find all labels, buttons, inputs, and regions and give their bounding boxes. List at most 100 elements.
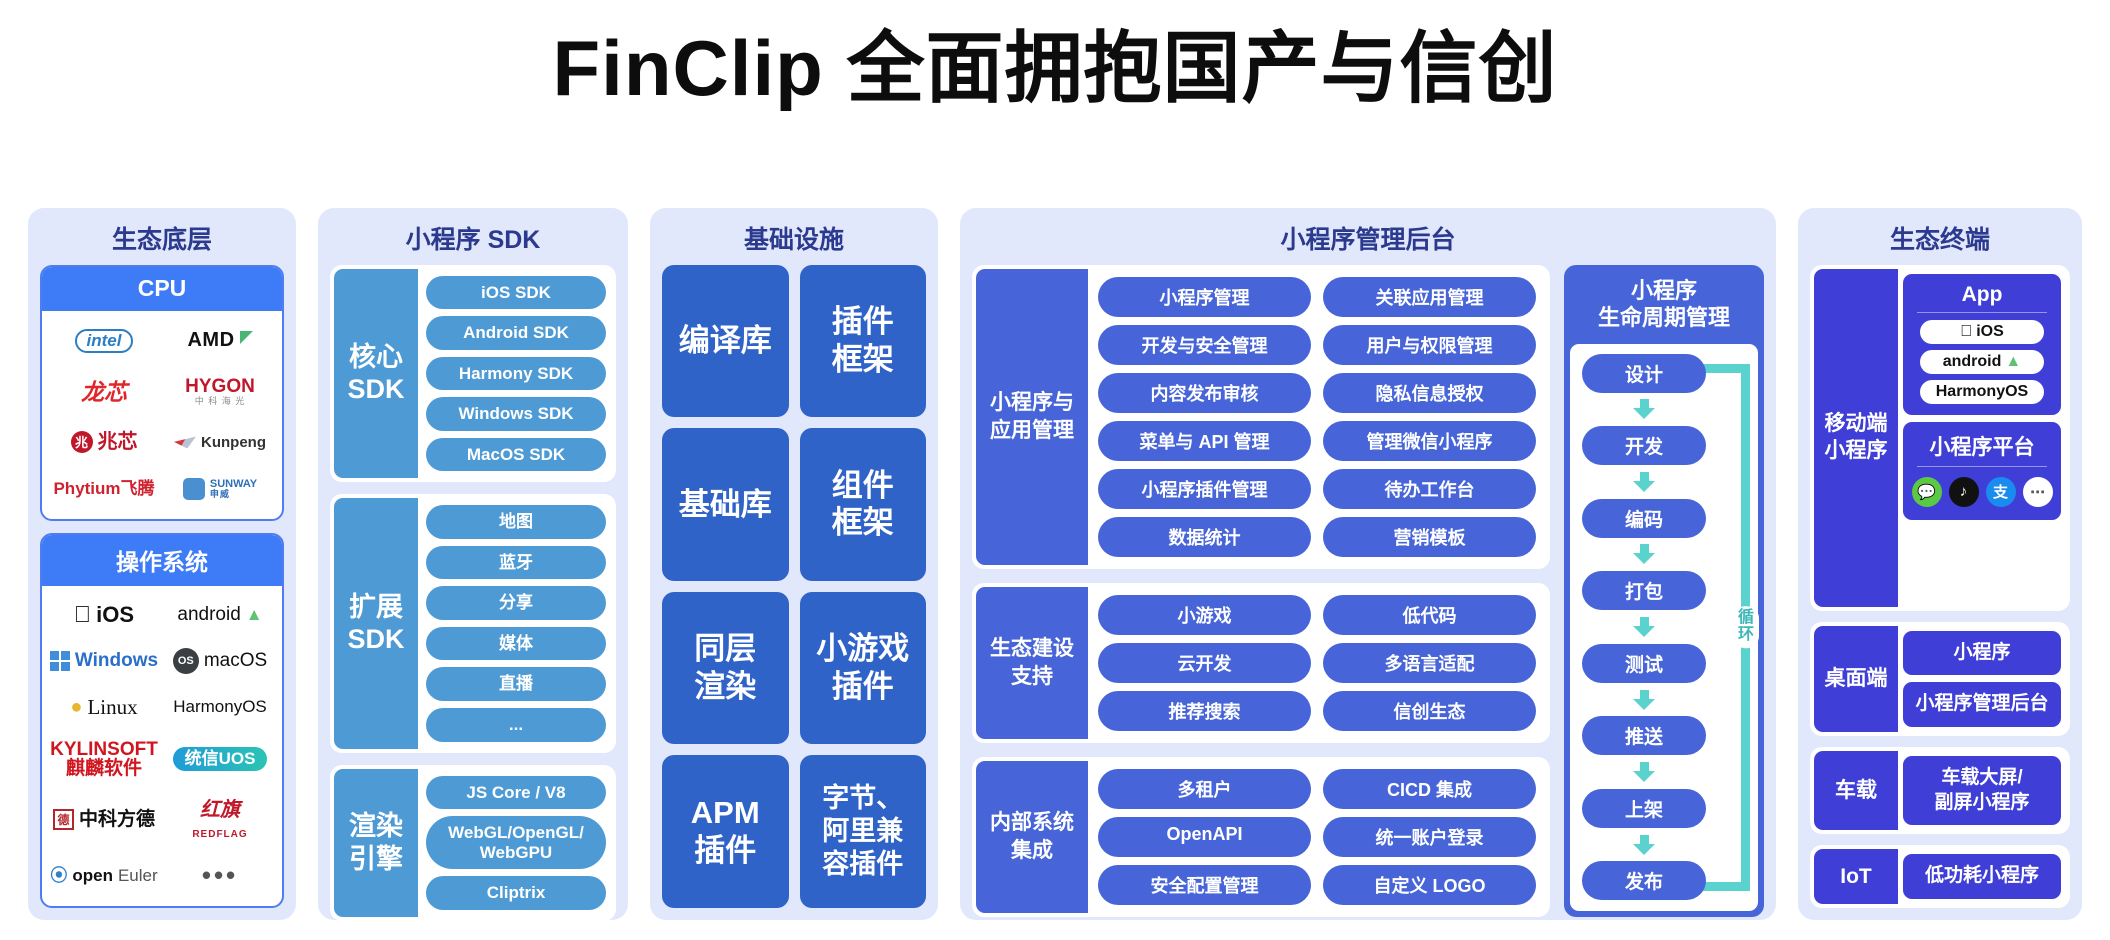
chip-label: HarmonyOS xyxy=(1935,382,2029,400)
more-icon[interactable]: ⋯ xyxy=(2022,476,2053,507)
console-item[interactable]: 云开发 xyxy=(1098,642,1311,683)
console-item[interactable]: 待办工作台 xyxy=(1323,468,1536,509)
loop-bottom-segment xyxy=(1690,881,1750,891)
sdk-item[interactable]: Windows SDK xyxy=(426,397,606,431)
infra-cell[interactable]: 插件 框架 xyxy=(799,264,926,418)
lifecycle-step[interactable]: 设计 xyxy=(1582,353,1706,393)
infra-cell[interactable]: 编译库 xyxy=(662,264,789,418)
wechat-icon[interactable]: 💬 xyxy=(1911,476,1942,507)
chip-ios[interactable]: iOS xyxy=(1919,319,2045,344)
console-item[interactable]: 小程序管理 xyxy=(1098,276,1311,317)
sdk-item[interactable]: 分享 xyxy=(426,586,606,620)
console-item[interactable]: 统一账户登录 xyxy=(1323,816,1536,857)
sdk-item[interactable]: ... xyxy=(426,707,606,742)
infra-cell[interactable]: 同层 渲染 xyxy=(662,591,789,745)
terminal-item[interactable]: 小程序管理后台 xyxy=(1903,682,2061,727)
divider xyxy=(1917,465,2047,467)
sdk-item[interactable]: Cliptrix xyxy=(426,876,606,910)
sdk-render-items: JS Core / V8 WebGL/OpenGL/ WebGPU Cliptr… xyxy=(418,769,612,917)
sdk-item[interactable]: 蓝牙 xyxy=(426,545,606,580)
apple-icon:  xyxy=(1960,323,1972,341)
console-item[interactable]: 关联应用管理 xyxy=(1323,276,1536,317)
infra-cell[interactable]: APM 插件 xyxy=(662,755,789,908)
sdk-item[interactable]: Harmony SDK xyxy=(426,356,606,391)
group-internal-integration-label: 内部系统集成 xyxy=(976,760,1088,913)
sdk-item[interactable]: MacOS SDK xyxy=(426,437,606,472)
terminal-item[interactable]: 小程序 xyxy=(1903,630,2061,676)
column-title-infrastructure: 基础设施 xyxy=(743,226,844,254)
infra-cell[interactable]: 小游戏 插件 xyxy=(799,591,926,745)
sdk-item[interactable]: iOS SDK xyxy=(426,275,606,310)
sdk-item[interactable]: WebGL/OpenGL/ WebGPU xyxy=(426,816,606,870)
down-arrow-icon xyxy=(1582,544,1706,564)
sdk-block-render-engine: 渲染引擎 JS Core / V8 WebGL/OpenGL/ WebGPU C… xyxy=(330,764,616,921)
alipay-icon[interactable]: 支 xyxy=(1985,476,2016,507)
sdk-item[interactable]: 地图 xyxy=(426,505,606,539)
console-item[interactable]: 内容发布审核 xyxy=(1098,372,1311,413)
console-item[interactable]: 自定义 LOGO xyxy=(1323,864,1536,905)
console-item[interactable]: 小程序插件管理 xyxy=(1098,468,1311,509)
console-item[interactable]: CICD 集成 xyxy=(1323,768,1536,809)
console-item[interactable]: 多语言适配 xyxy=(1323,642,1536,683)
down-arrow-icon xyxy=(1582,762,1706,782)
loop-label: 循环 xyxy=(1733,606,1759,648)
terminal-iot-label: IoT xyxy=(1814,849,1898,904)
sdk-item[interactable]: JS Core / V8 xyxy=(426,775,606,810)
console-item[interactable]: 数据统计 xyxy=(1098,516,1311,557)
lifecycle-step[interactable]: 测试 xyxy=(1582,643,1706,683)
console-item[interactable]: 菜单与 API 管理 xyxy=(1098,420,1311,461)
kunpeng-logo: Kunpeng xyxy=(174,434,266,451)
console-item[interactable]: 多租户 xyxy=(1098,768,1311,809)
infrastructure-grid: 编译库 插件 框架 基础库 组件 框架 同层 渲染 小游戏 插件 APM 插件 … xyxy=(662,264,926,908)
sdk-item[interactable]: 直播 xyxy=(426,667,606,701)
down-arrow-icon xyxy=(1582,472,1706,492)
lifecycle-step[interactable]: 发布 xyxy=(1582,861,1706,901)
console-item[interactable]: OpenAPI xyxy=(1098,816,1311,857)
console-item[interactable]: 用户与权限管理 xyxy=(1323,324,1536,365)
console-item[interactable]: 小游戏 xyxy=(1098,594,1311,635)
chip-harmonyos[interactable]: HarmonyOS xyxy=(1919,379,2045,404)
chip-android[interactable]: android▲ xyxy=(1919,349,2045,374)
group-ecosystem-support-items: 小游戏 低代码 云开发 多语言适配 推荐搜索 信创生态 xyxy=(1088,587,1546,739)
console-item[interactable]: 安全配置管理 xyxy=(1098,864,1311,905)
console-item[interactable]: 推荐搜索 xyxy=(1098,690,1311,731)
column-console: 小程序管理后台 小程序与应用管理 小程序管理 关联应用管理 开发与安全管理 用户… xyxy=(960,208,1776,920)
console-item[interactable]: 低代码 xyxy=(1323,594,1536,635)
lifecycle-step[interactable]: 开发 xyxy=(1582,426,1706,466)
tiktok-icon[interactable]: ♪ xyxy=(1948,476,1979,507)
terminal-item[interactable]: 车载大屏/ 副屏小程序 xyxy=(1903,755,2061,826)
console-item[interactable]: 隐私信息授权 xyxy=(1323,372,1536,413)
android-logo: android▲ xyxy=(177,603,263,625)
phytium-logo: Phytium飞腾 xyxy=(53,479,155,499)
console-item[interactable]: 信创生态 xyxy=(1323,690,1536,731)
column-title-sdk: 小程序 SDK xyxy=(405,226,541,254)
infra-cell[interactable]: 字节、 阿里兼 容插件 xyxy=(799,755,926,908)
lifecycle-step[interactable]: 打包 xyxy=(1582,571,1706,611)
terminal-item[interactable]: 低功耗小程序 xyxy=(1903,854,2061,899)
infra-cell[interactable]: 组件 框架 xyxy=(799,428,926,581)
infra-cell[interactable]: 基础库 xyxy=(662,428,789,581)
group-internal-integration: 内部系统集成 多租户 CICD 集成 OpenAPI 统一账户登录 安全配置管理… xyxy=(972,756,1550,917)
terminal-block-car: 车载 车载大屏/ 副屏小程序 xyxy=(1810,746,2070,835)
console-item[interactable]: 营销模板 xyxy=(1323,516,1536,557)
sdk-item[interactable]: 媒体 xyxy=(426,626,606,661)
card-cpu-header: CPU xyxy=(42,266,282,311)
card-os-header: 操作系统 xyxy=(42,534,282,586)
terminal-desktop-label: 桌面端 xyxy=(1814,625,1898,732)
column-infrastructure: 基础设施 编译库 插件 框架 基础库 组件 框架 同层 渲染 小游戏 插件 AP… xyxy=(650,208,938,920)
console-item[interactable]: 管理微信小程序 xyxy=(1323,420,1536,461)
app-card: App iOS android▲ HarmonyOS xyxy=(1903,273,2061,415)
console-item[interactable]: 开发与安全管理 xyxy=(1098,324,1311,365)
terminal-mobile-cards: App iOS android▲ HarmonyOS 小程序平台 💬 ♪ 支 xyxy=(1898,269,2066,607)
console-body: 小程序与应用管理 小程序管理 关联应用管理 开发与安全管理 用户与权限管理 内容… xyxy=(972,264,1764,917)
lifecycle-step[interactable]: 编码 xyxy=(1582,498,1706,538)
lifecycle-step[interactable]: 上架 xyxy=(1582,788,1706,828)
lifecycle-step[interactable]: 推送 xyxy=(1582,716,1706,756)
group-ecosystem-support: 生态建设支持 小游戏 低代码 云开发 多语言适配 推荐搜索 信创生态 xyxy=(972,582,1550,743)
sdk-item[interactable]: Android SDK xyxy=(426,316,606,350)
